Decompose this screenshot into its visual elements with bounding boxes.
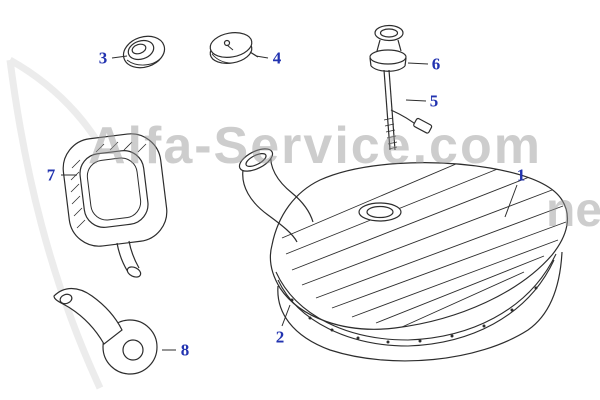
leader-line-6 [407,62,429,65]
grommet-drawing [122,35,166,69]
bracket-drawing [53,287,158,375]
leader-line-5 [405,99,427,102]
leader-line-1 [504,184,518,218]
leader-line-2 [281,304,291,327]
filler-cap-drawing [209,32,259,64]
fuel-sender-drawing [369,24,433,151]
filler-pocket-drawing [62,133,168,278]
leader-lines [61,55,518,351]
gasket-seam-drawing [275,253,557,347]
fuel-tank-drawing [238,148,569,362]
leader-line-3 [111,55,128,59]
leader-line-4 [255,55,269,59]
